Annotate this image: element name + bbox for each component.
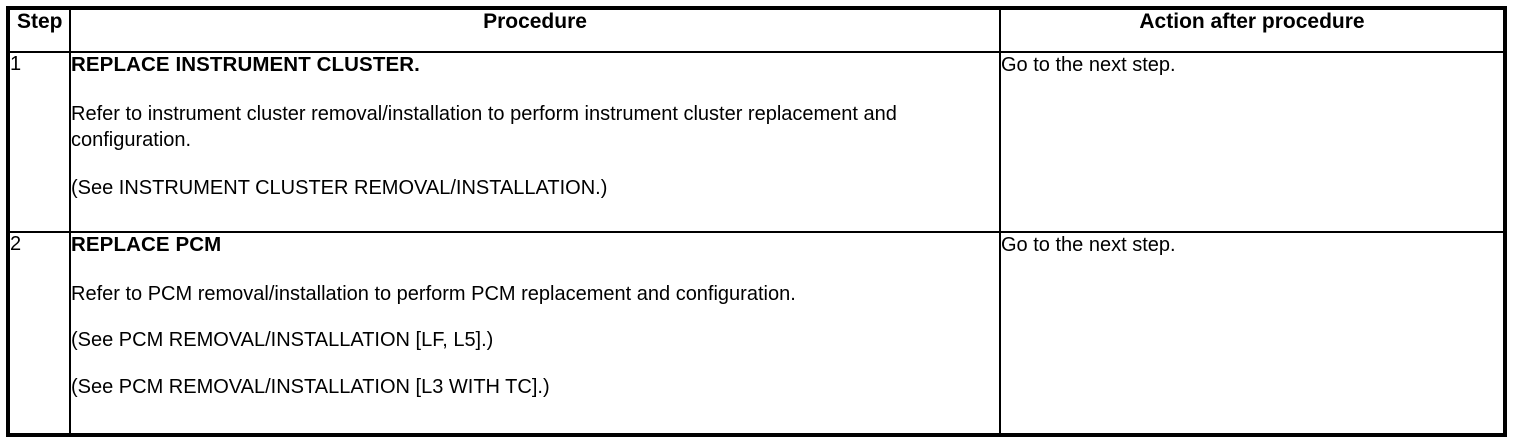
column-header-action: Action after procedure: [999, 7, 1506, 53]
procedure-cell: REPLACE PCM Refer to PCM removal/install…: [69, 231, 1001, 436]
action-after-procedure: Go to the next step.: [999, 50, 1506, 234]
table-row: 2 REPLACE PCM Refer to PCM removal/insta…: [7, 231, 1506, 436]
procedure-reference: (See INSTRUMENT CLUSTER REMOVAL/INSTALLA…: [71, 177, 608, 200]
procedure-cell: REPLACE INSTRUMENT CLUSTER. Refer to ins…: [69, 50, 1001, 234]
procedure-title: REPLACE INSTRUMENT CLUSTER.: [71, 53, 420, 76]
procedure-table: Step Procedure Action after procedure 1 …: [6, 6, 1507, 437]
procedure-title: REPLACE PCM: [71, 233, 222, 257]
table-body: 1 REPLACE INSTRUMENT CLUSTER. Refer to i…: [7, 50, 1506, 436]
procedure-paragraph: Refer to PCM removal/installation to per…: [71, 282, 796, 305]
column-header-procedure: Procedure: [69, 7, 1001, 53]
step-number: 2: [7, 231, 71, 436]
procedure-reference: (See PCM REMOVAL/INSTALLATION [L3 WITH T…: [71, 375, 550, 398]
table-row: 1 REPLACE INSTRUMENT CLUSTER. Refer to i…: [7, 50, 1506, 234]
step-number: 1: [7, 50, 71, 234]
procedure-reference: (See PCM REMOVAL/INSTALLATION [LF, L5].): [71, 329, 494, 352]
table-header: Step Procedure Action after procedure: [7, 7, 1506, 53]
action-after-procedure: Go to the next step.: [999, 231, 1506, 436]
table-header-row: Step Procedure Action after procedure: [7, 7, 1506, 53]
column-header-step: Step: [7, 7, 71, 53]
procedure-paragraph: Refer to instrument cluster removal/inst…: [71, 102, 897, 151]
